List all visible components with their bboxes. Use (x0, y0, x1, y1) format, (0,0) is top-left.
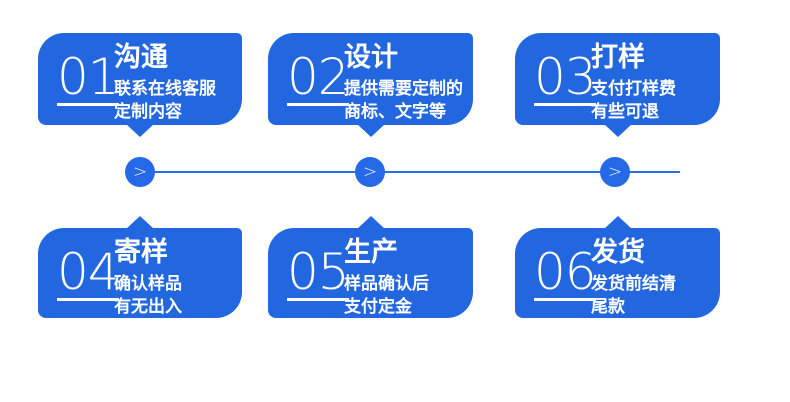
arrow-circle-icon: > (355, 157, 385, 187)
desc-line-2: 商标、文字等 (344, 102, 446, 122)
desc-line-1: 提供需要定制的 (344, 79, 463, 99)
step-title: 生产 (344, 237, 398, 268)
step-title: 寄样 (114, 237, 168, 268)
step-title: 沟通 (114, 42, 168, 73)
step-text-block: 沟通 联系在线客服定制内容 (114, 42, 216, 124)
step-number-block: 03 (534, 48, 597, 106)
chevron-right-icon: > (362, 161, 378, 182)
step-description: 确认样品有无出入 (114, 273, 182, 319)
step-description: 支付打样费有些可退 (591, 78, 676, 124)
desc-line-1: 发货前结清 (591, 274, 676, 294)
chevron-right-icon: > (607, 161, 623, 182)
step-card-05-production: 05 生产 样品确认后支付定金 (268, 216, 473, 319)
desc-line-1: 支付打样费 (591, 79, 676, 99)
step-card-06-shipping: 06 发货 发货前结清尾款 (515, 216, 720, 319)
pointer-down-triangle (603, 124, 632, 137)
step-title: 发货 (591, 237, 645, 268)
desc-line-2: 支付定金 (344, 297, 412, 317)
desc-line-2: 定制内容 (114, 102, 182, 122)
chevron-right-icon: > (132, 161, 148, 182)
desc-line-1: 确认样品 (114, 274, 182, 294)
step-card-04-send-sample: 04 寄样 确认样品有无出入 (38, 216, 242, 319)
step-number: 02 (287, 48, 350, 106)
pointer-up-triangle (356, 216, 385, 229)
step-number: 04 (57, 243, 120, 301)
step-number-block: 04 (57, 243, 120, 301)
flow-connector-line (140, 171, 680, 173)
desc-line-1: 样品确认后 (344, 274, 429, 294)
step-number-block: 01 (57, 48, 120, 106)
step-number-block: 06 (534, 243, 597, 301)
step-number: 01 (57, 48, 120, 106)
arrow-circle-icon: > (125, 157, 155, 187)
step-card-01-communication: 01 沟通 联系在线客服定制内容 (38, 33, 242, 137)
pointer-down-triangle (126, 124, 154, 137)
pointer-down-triangle (356, 124, 385, 137)
step-number: 06 (534, 243, 597, 301)
step-number-block: 05 (287, 243, 350, 301)
pointer-up-triangle (126, 216, 154, 229)
desc-line-2: 有些可退 (591, 102, 659, 122)
step-description: 提供需要定制的商标、文字等 (344, 78, 463, 124)
desc-line-2: 有无出入 (114, 297, 182, 317)
step-text-block: 设计 提供需要定制的商标、文字等 (344, 42, 463, 124)
arrow-circle-icon: > (600, 157, 630, 187)
step-text-block: 生产 样品确认后支付定金 (344, 237, 429, 319)
step-title: 打样 (591, 42, 645, 73)
pointer-up-triangle (603, 216, 632, 229)
desc-line-2: 尾款 (591, 297, 625, 317)
step-text-block: 发货 发货前结清尾款 (591, 237, 676, 319)
step-number: 05 (287, 243, 350, 301)
step-text-block: 寄样 确认样品有无出入 (114, 237, 182, 319)
step-card-02-design: 02 设计 提供需要定制的商标、文字等 (268, 33, 473, 137)
step-description: 发货前结清尾款 (591, 273, 676, 319)
step-card-03-sampling: 03 打样 支付打样费有些可退 (515, 33, 720, 137)
step-number-block: 02 (287, 48, 350, 106)
step-description: 联系在线客服定制内容 (114, 78, 216, 124)
desc-line-1: 联系在线客服 (114, 79, 216, 99)
step-number: 03 (534, 48, 597, 106)
step-text-block: 打样 支付打样费有些可退 (591, 42, 676, 124)
step-description: 样品确认后支付定金 (344, 273, 429, 319)
step-title: 设计 (344, 42, 398, 73)
